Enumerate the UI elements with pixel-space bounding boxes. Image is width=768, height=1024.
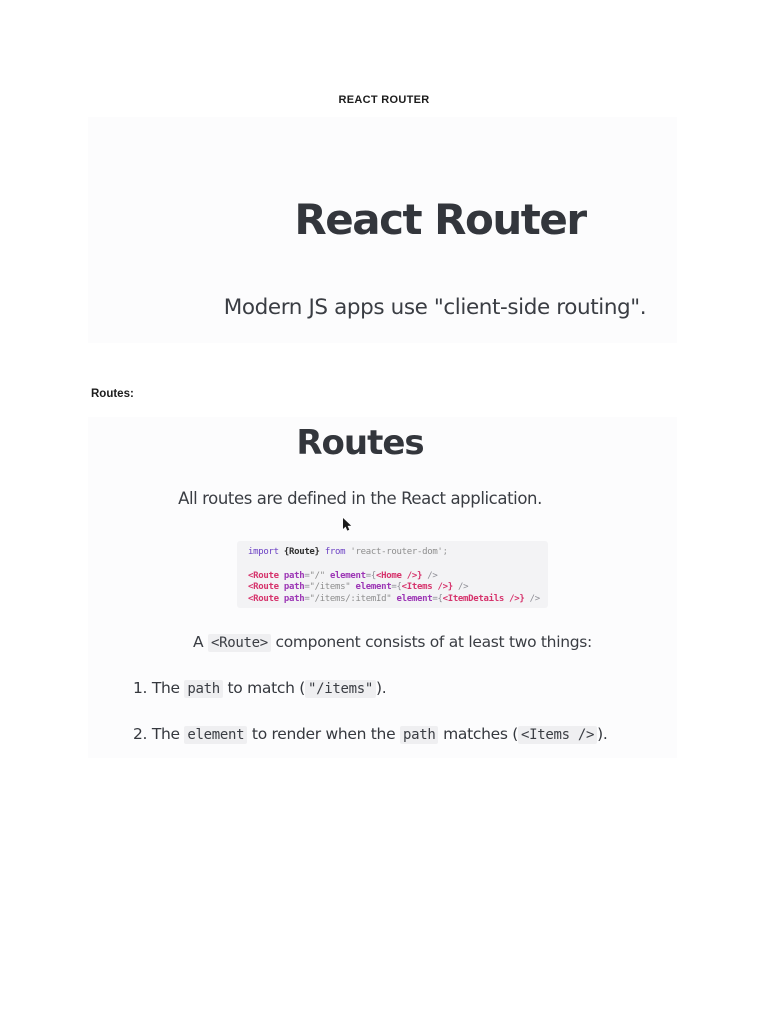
code-line: <Route path="/items" element={<Items />}… [248,582,469,593]
code-line: import {Route} from 'react-router-dom'; [248,547,448,557]
code-line [248,559,548,571]
inline-code: <Route> [207,634,271,652]
code-line: <Route path="/" element={<Home />} /> [248,570,438,581]
inline-code: <Items /> [518,726,598,744]
slide2-title: Routes [296,423,424,463]
code-block: import {Route} from 'react-router-dom'; … [237,541,548,608]
slide1-title: React Router [294,195,587,244]
routes-label: Routes: [91,388,134,400]
slide2-subtitle: All routes are defined in the React appl… [178,489,542,508]
slide-image-routes: Routes All routes are defined in the Rea… [88,417,677,758]
list-item-2: 2. The element to render when the path m… [133,725,608,744]
inline-code: path [399,726,439,744]
list-item-1: 1. The path to match ("/items"). [133,679,387,698]
inline-code: element [184,726,248,744]
mouse-pointer-icon [343,518,352,531]
slide-image-react-router: React Router Modern JS apps use "client-… [88,117,677,343]
slide1-subtitle: Modern JS apps use "client-side routing"… [223,295,647,320]
inline-code: "/items" [305,680,377,698]
code-line: <Route path="/items/:itemId" element={<I… [248,594,540,605]
consists-line: A <Route> component consists of at least… [193,633,592,652]
doc-header-title: REACT ROUTER [338,94,430,106]
inline-code: path [184,680,223,698]
